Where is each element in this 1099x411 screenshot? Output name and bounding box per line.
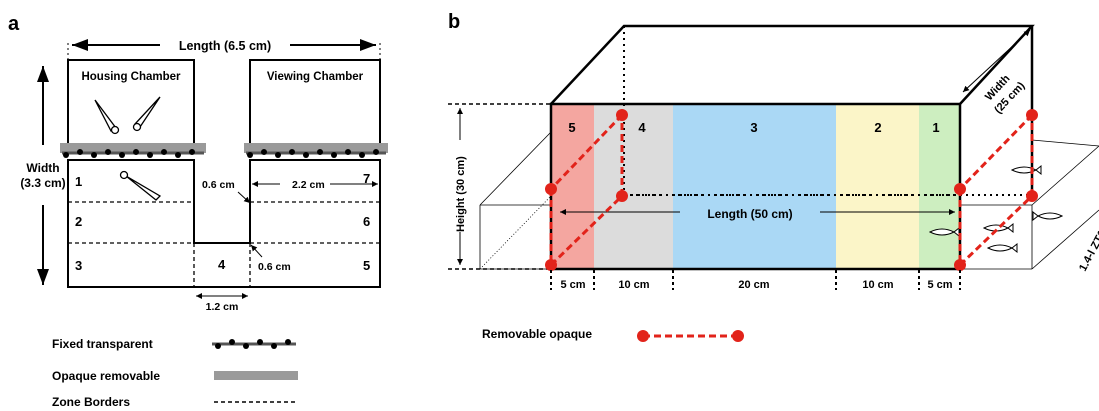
legend-removable-opaque-handle xyxy=(637,330,649,342)
panel-a-label: a xyxy=(8,13,20,35)
zone-label: 5 xyxy=(568,120,575,135)
zone-4-fill xyxy=(594,104,673,269)
legend-removable-opaque-handle xyxy=(732,330,744,342)
width-arrow xyxy=(962,29,1031,93)
fish-icon xyxy=(1010,164,1042,176)
dim-0-6-top-arrow xyxy=(237,191,251,204)
zone-width-label: 5 cm xyxy=(560,279,585,291)
fish-icon xyxy=(986,242,1018,254)
opaque-removable-barrier-left xyxy=(60,143,206,153)
dim-2-2: 2.2 cm xyxy=(292,179,325,191)
width-label-line2: (3.3 cm) xyxy=(20,176,65,190)
zone-3-fill xyxy=(673,104,836,269)
zone-width-label: 10 cm xyxy=(862,279,893,291)
fish-icon xyxy=(132,96,161,132)
zone-label: 1 xyxy=(75,174,82,189)
fish-icon xyxy=(1032,210,1064,222)
zone-2-fill xyxy=(836,104,919,269)
zone-label: 5 xyxy=(363,258,370,273)
length-label: Length (6.5 cm) xyxy=(179,39,271,53)
opaque-removable-barrier-right xyxy=(244,143,388,153)
fixed-transparent-barrier-right xyxy=(246,149,386,158)
length-label: Length (50 cm) xyxy=(707,207,792,221)
removable-opaque-barrier-left xyxy=(549,113,624,267)
fish-icon xyxy=(982,222,1014,234)
removable-opaque-barrier-right xyxy=(958,113,1034,267)
zone-label: 1 xyxy=(932,120,939,135)
zone-1-fill xyxy=(919,104,960,269)
zone-5-fill xyxy=(551,104,594,269)
side-tank-zt140 xyxy=(960,139,1099,270)
height-label: Height (30 cm) xyxy=(455,156,467,232)
zone-label: 4 xyxy=(638,120,646,135)
removable-opaque-barrier-left-handles xyxy=(545,109,628,271)
legend-opaque-removable-label: Opaque removable xyxy=(52,369,160,383)
dim-0-6-bottom: 0.6 cm xyxy=(258,261,291,273)
viewing-chamber-title: Viewing Chamber xyxy=(267,71,364,83)
arena-outline xyxy=(67,159,381,288)
dim-0-6-top: 0.6 cm xyxy=(202,179,235,191)
legend-removable-opaque-label: Removable opaque xyxy=(482,327,592,341)
zone-width-label: 10 cm xyxy=(618,279,649,291)
legend-opaque-removable-swatch xyxy=(214,371,298,380)
zone-label: 6 xyxy=(363,214,370,229)
removable-opaque-barrier-right-handles xyxy=(954,109,1038,271)
left-side-box xyxy=(479,131,552,270)
fish-icon xyxy=(94,99,120,135)
zone-label: 2 xyxy=(874,120,881,135)
zone-label: 3 xyxy=(750,120,757,135)
panel-b-label: b xyxy=(448,11,460,33)
fish-icon xyxy=(928,226,960,238)
zone-label: 4 xyxy=(218,257,226,272)
legend-fixed-transparent-swatch xyxy=(212,339,296,349)
fish-icon xyxy=(119,170,162,201)
zone-borders xyxy=(68,201,380,287)
zone-width-label: 20 cm xyxy=(738,279,769,291)
panel-a: a Length (6.5 cm) Width (3.3 cm) Housing… xyxy=(8,13,388,409)
zone-label: 2 xyxy=(75,214,82,229)
legend-fixed-transparent-label: Fixed transparent xyxy=(52,337,153,351)
dim-0-6-bottom-arrow xyxy=(250,244,263,258)
zone-width-label: 5 cm xyxy=(927,279,952,291)
fixed-transparent-barrier-left xyxy=(62,149,204,158)
zone-label: 3 xyxy=(75,258,82,273)
zone-label: 7 xyxy=(363,171,370,186)
housing-chamber-title: Housing Chamber xyxy=(81,71,181,83)
width-label-line1: Width xyxy=(26,161,59,175)
panel-b: b xyxy=(448,11,1099,342)
dim-1-2: 1.2 cm xyxy=(206,301,239,313)
legend-zone-borders-label: Zone Borders xyxy=(52,395,130,409)
